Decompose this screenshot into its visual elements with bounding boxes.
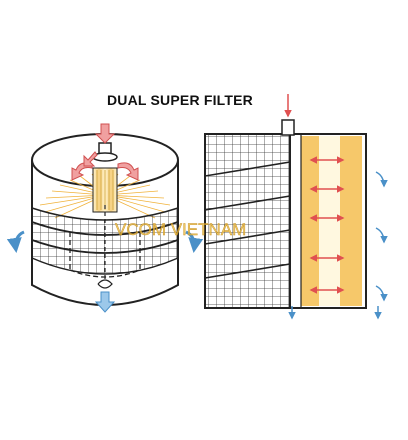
- watermark: VCOM VIETNAM: [115, 220, 246, 239]
- outflow-right-arrows: [375, 171, 388, 302]
- outflow-right-icon: [185, 230, 204, 253]
- radial-arrows: [71, 151, 139, 181]
- cylinder-filter: [6, 123, 204, 313]
- diagram-title: DUAL SUPER FILTER: [107, 92, 253, 108]
- media-flow-arrows: [309, 156, 345, 294]
- outflow-bottom-icon: [94, 291, 116, 313]
- outflow-left-icon: [6, 230, 25, 253]
- outer-mesh: [204, 133, 291, 309]
- inflow-arrow-icon: [94, 123, 116, 144]
- cross-section: [204, 94, 388, 320]
- radial-arrow-top-icon: [83, 151, 98, 167]
- outlet-ring: [97, 279, 113, 289]
- radial-arrow-right-icon: [117, 162, 139, 181]
- inlet-cap: [281, 119, 295, 136]
